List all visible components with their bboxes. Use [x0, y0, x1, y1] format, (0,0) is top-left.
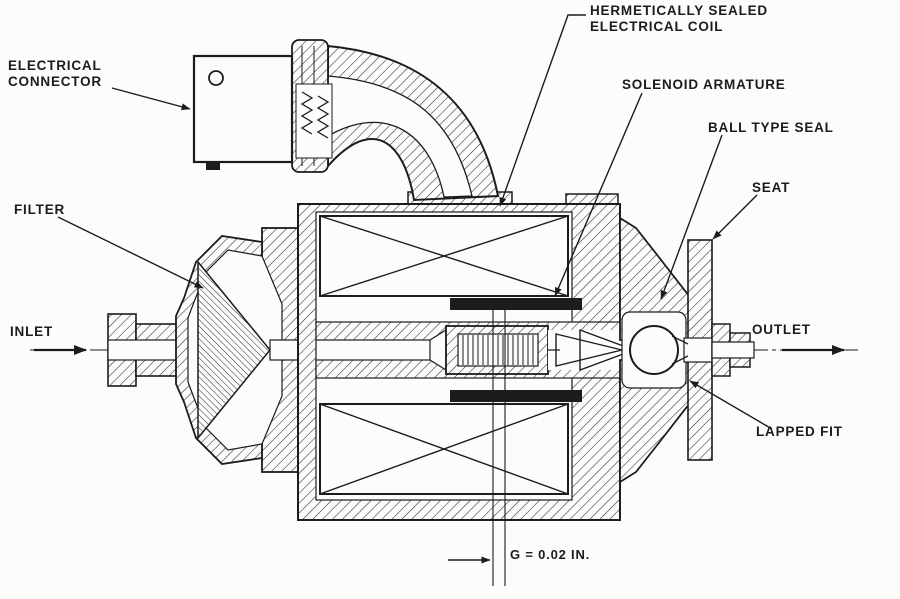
pole-band-top	[450, 298, 582, 310]
wire-pocket	[295, 83, 333, 159]
lapped-fit-contact-top	[671, 335, 689, 345]
filter-cone	[197, 259, 271, 441]
return-spring	[462, 335, 534, 365]
connector-pin	[208, 70, 224, 86]
leader-lapped-fit	[689, 380, 773, 430]
poppet-bore	[548, 330, 624, 370]
coil-lower	[319, 403, 569, 495]
leader-seat	[712, 194, 758, 240]
coil-lead-wire-1	[300, 91, 314, 135]
electrical-connector-box	[192, 54, 294, 164]
leader-ball-type-seal	[660, 134, 723, 300]
leader-filter	[57, 216, 204, 289]
coil-upper	[319, 215, 569, 297]
pole-band-bottom	[450, 390, 582, 402]
coil-lead-wire-2	[316, 95, 330, 139]
leader-solenoid-armature	[554, 92, 643, 297]
leader-electrical-connector	[111, 87, 191, 111]
outlet-bore	[711, 341, 755, 359]
connector-tab	[206, 162, 220, 170]
seat-bore	[683, 337, 717, 363]
elbow-wire-channel	[327, 75, 473, 198]
leader-lines	[57, 14, 773, 430]
poppet-spider-2	[579, 328, 637, 372]
core-assembly	[315, 298, 637, 402]
gap-dimension-lines	[448, 300, 506, 586]
lapped-fit-contact-bottom	[671, 355, 689, 365]
seat-assembly	[619, 216, 755, 484]
ball-seal	[629, 325, 679, 375]
conduit-and-connector	[192, 39, 500, 202]
leader-hermetic-coil	[499, 14, 586, 207]
